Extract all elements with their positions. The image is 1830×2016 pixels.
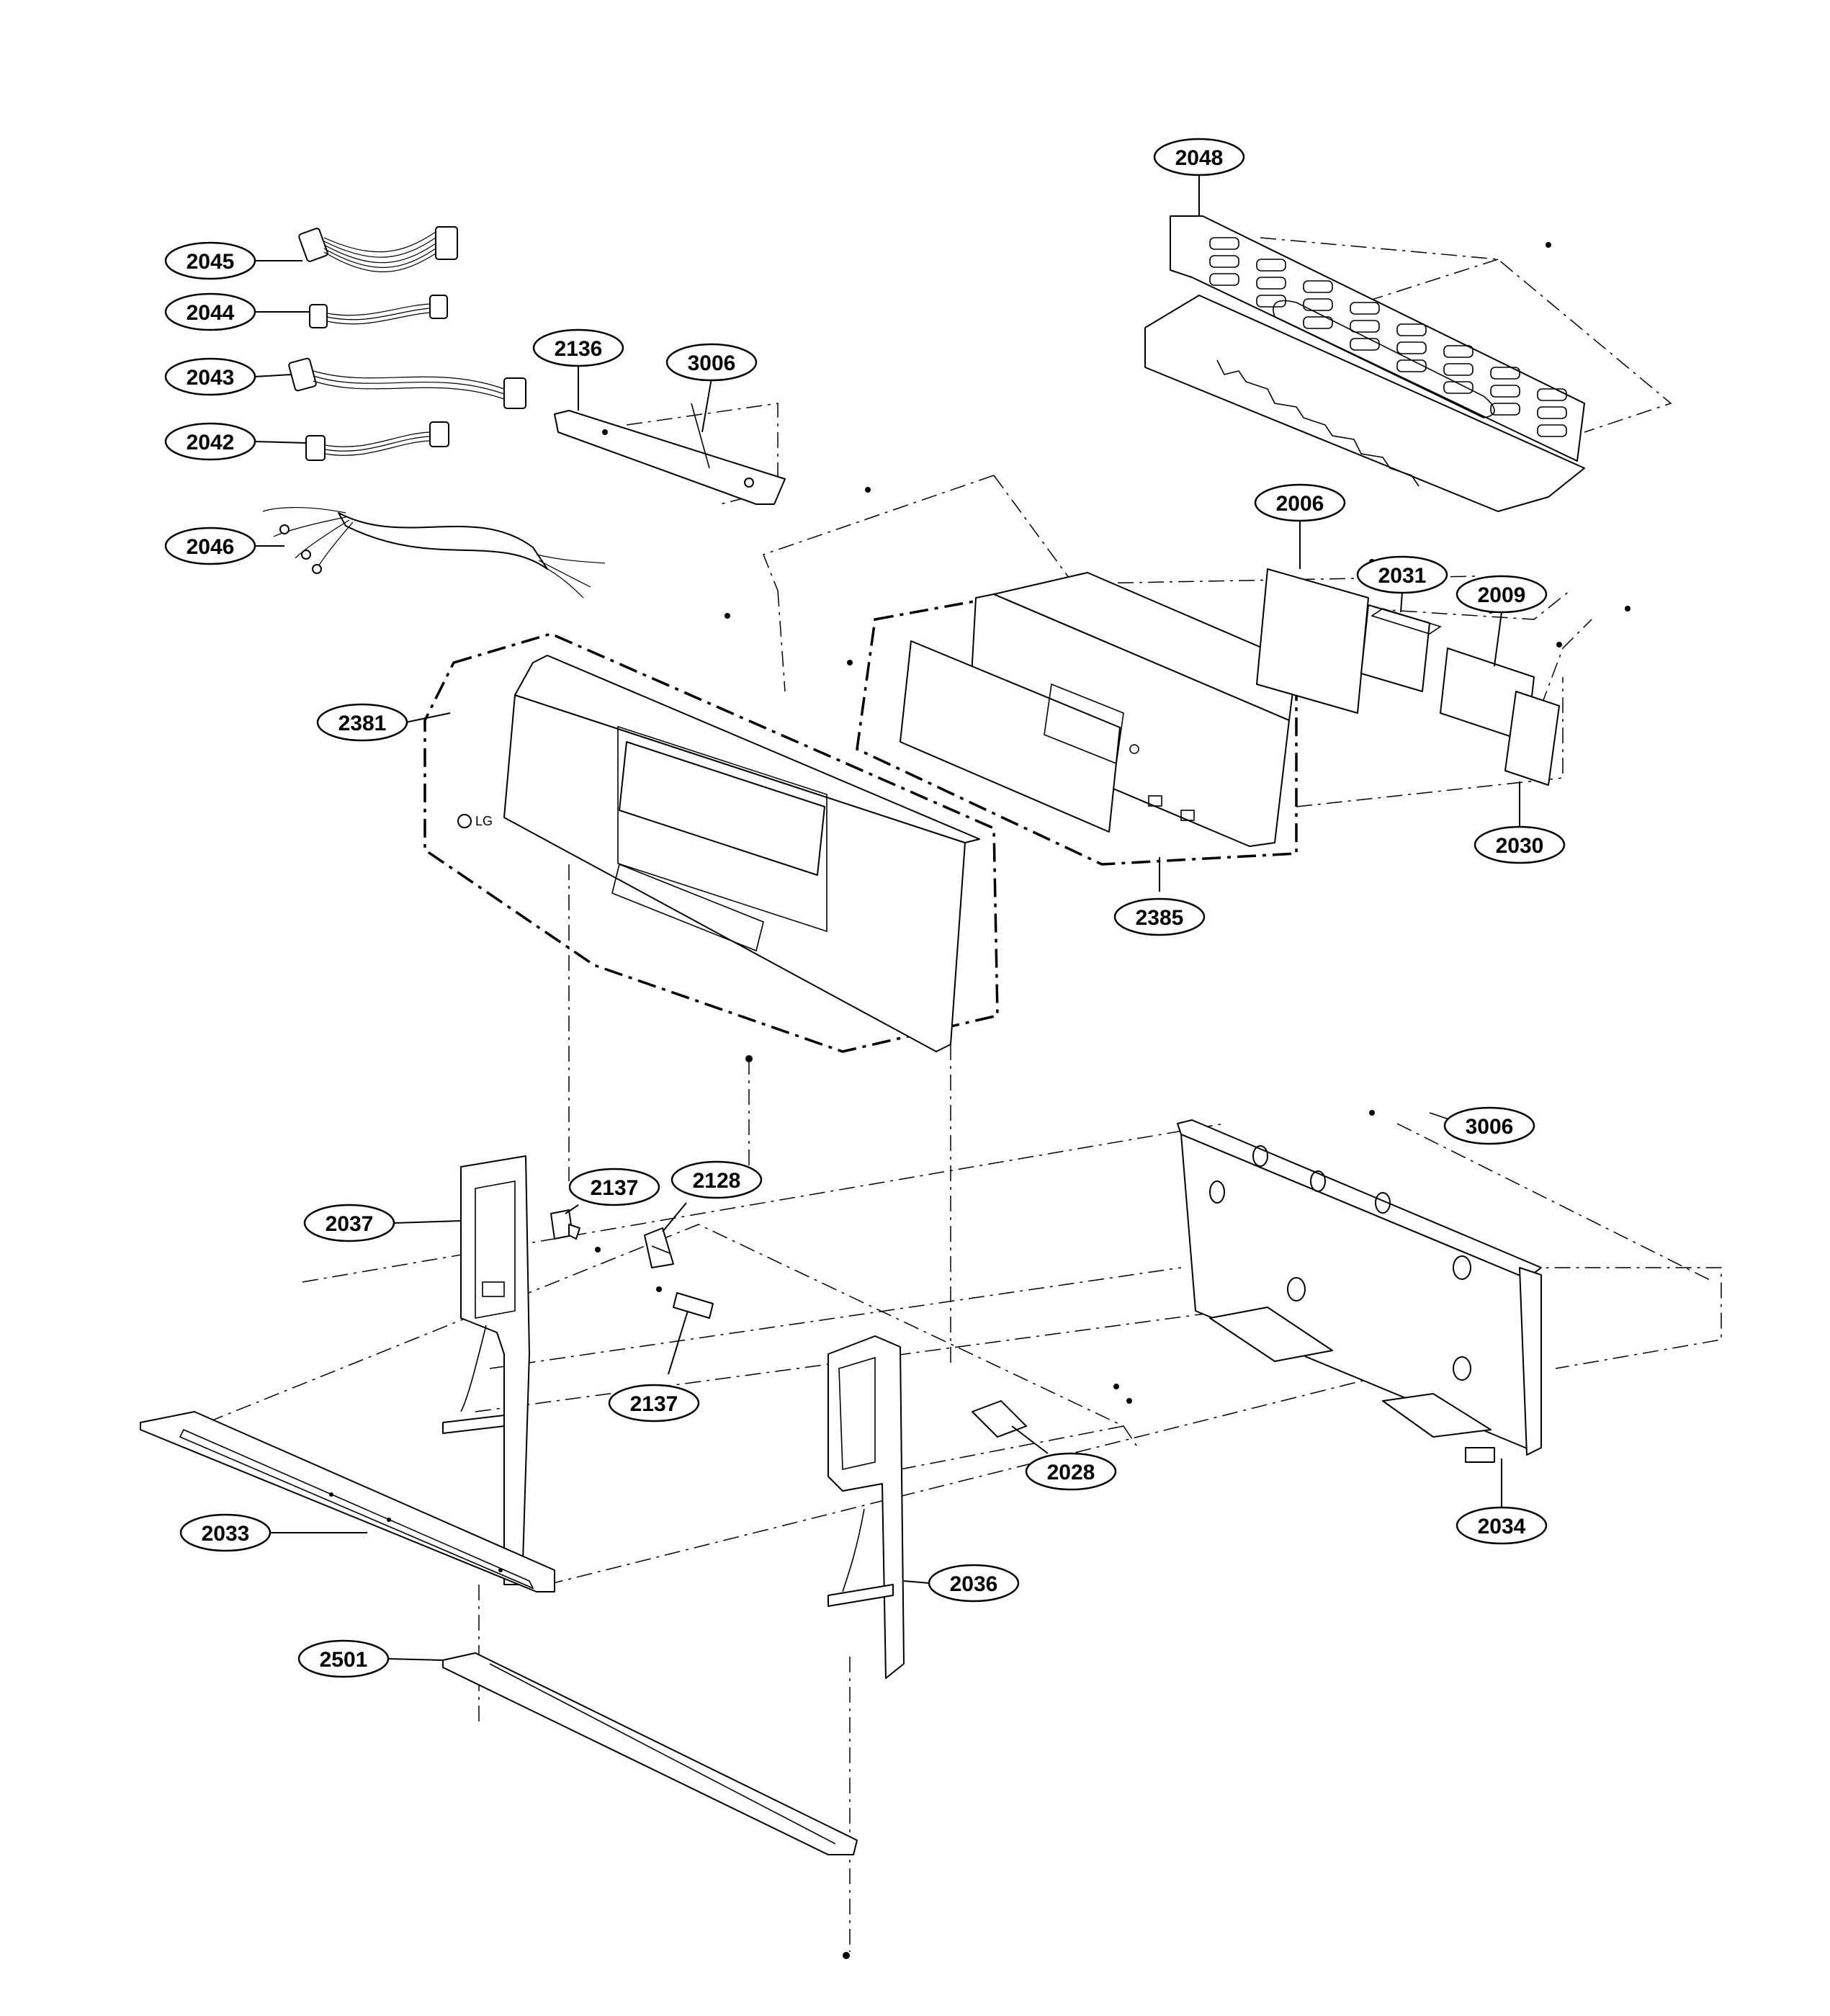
- callout-2006: 2006: [1254, 483, 1346, 522]
- callout-2137-upper: 2137: [568, 1168, 660, 1206]
- svg-text:2045: 2045: [187, 250, 235, 274]
- back-grille-2048: [1144, 215, 1585, 512]
- harness-2044: [309, 295, 448, 328]
- svg-text:2044: 2044: [187, 301, 235, 325]
- harness-2042: [305, 421, 449, 461]
- svg-text:2381: 2381: [338, 712, 387, 735]
- svg-text:2042: 2042: [187, 431, 235, 454]
- callout-2136: 2136: [532, 328, 624, 367]
- svg-text:2046: 2046: [187, 535, 235, 559]
- svg-text:2136: 2136: [555, 337, 603, 361]
- svg-text:2137: 2137: [591, 1176, 639, 1200]
- callout-2501: 2501: [297, 1639, 390, 1678]
- callouts: 2048 2045 2044 2043 2042 2046 2136 3006: [164, 138, 1566, 1678]
- harness-2045: [298, 226, 458, 272]
- callout-2385: 2385: [1113, 897, 1206, 936]
- clip-2137-upper: [550, 1209, 601, 1253]
- svg-text:2033: 2033: [202, 1522, 250, 1546]
- callout-2031: 2031: [1356, 555, 1448, 594]
- harness-2043: [288, 357, 526, 409]
- callout-2045: 2045: [164, 241, 256, 280]
- bracket-2031: [1360, 604, 1494, 692]
- callout-2042: 2042: [164, 422, 256, 461]
- clip-2128: [644, 1227, 674, 1268]
- svg-text:2031: 2031: [1378, 564, 1427, 588]
- control-box-2385: [856, 572, 1298, 866]
- clip-2137-lower: [656, 1286, 714, 1319]
- frame-2034: [1177, 1110, 1542, 1463]
- callout-2036: 2036: [928, 1564, 1020, 1603]
- callout-2030: 2030: [1474, 825, 1566, 864]
- svg-text:2137: 2137: [630, 1392, 678, 1416]
- control-panel-2381: LG: [423, 613, 999, 1062]
- svg-text:3006: 3006: [688, 351, 736, 375]
- svg-text:2043: 2043: [187, 366, 235, 390]
- bracket-2136: [554, 403, 871, 505]
- rail-2033: [140, 1411, 555, 1592]
- callout-3006-lower: 3006: [1443, 1106, 1535, 1145]
- assembly-guide-lines: [179, 237, 1722, 1952]
- cover-2030: [1504, 606, 1631, 786]
- svg-text:2030: 2030: [1496, 834, 1544, 858]
- svg-text:2048: 2048: [1175, 146, 1224, 170]
- side-bracket-2037: [442, 1155, 530, 1585]
- callout-2044: 2044: [164, 292, 256, 331]
- clip-2028: [972, 1384, 1132, 1438]
- svg-text:2128: 2128: [693, 1169, 741, 1193]
- svg-text:2385: 2385: [1136, 906, 1184, 930]
- svg-text:2037: 2037: [326, 1212, 374, 1236]
- callout-2381: 2381: [316, 703, 408, 742]
- svg-text:2006: 2006: [1276, 492, 1324, 516]
- lg-logo-text: LG: [475, 814, 493, 828]
- callout-2037: 2037: [303, 1204, 395, 1242]
- svg-text:2034: 2034: [1478, 1515, 1526, 1538]
- svg-text:3006: 3006: [1466, 1115, 1514, 1139]
- leader-lines: [254, 175, 1520, 1661]
- side-bracket-2036: [827, 1335, 905, 1679]
- callout-2043: 2043: [164, 357, 256, 396]
- callout-2048: 2048: [1153, 138, 1245, 176]
- harness-2046: [262, 506, 606, 599]
- callout-2128: 2128: [670, 1160, 763, 1199]
- callout-2137-lower: 2137: [608, 1384, 700, 1423]
- board-2006: [1256, 559, 1375, 714]
- callout-2009: 2009: [1456, 575, 1548, 614]
- callout-2046: 2046: [164, 527, 256, 565]
- svg-text:2036: 2036: [950, 1572, 998, 1596]
- svg-text:2009: 2009: [1478, 583, 1526, 607]
- svg-text:2501: 2501: [320, 1648, 368, 1672]
- callout-2028: 2028: [1025, 1452, 1117, 1491]
- rail-2501: [442, 1652, 858, 1959]
- callout-2033: 2033: [179, 1513, 272, 1552]
- callout-3006-upper: 3006: [665, 343, 758, 382]
- callout-2034: 2034: [1456, 1506, 1548, 1545]
- svg-text:2028: 2028: [1047, 1461, 1095, 1484]
